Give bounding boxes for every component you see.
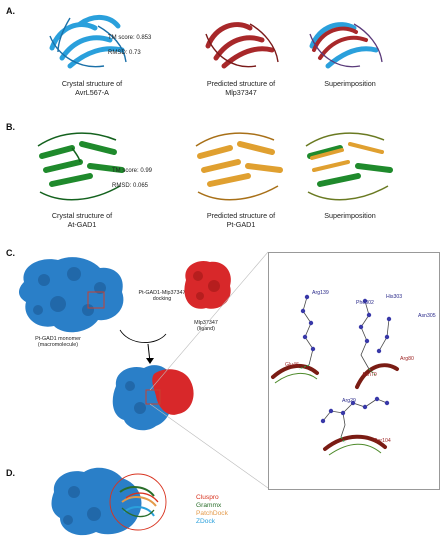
residue-his303: His303: [386, 294, 403, 300]
residue-arg139: Arg139: [312, 290, 329, 296]
panel-b-rmsd: RMSD: 0.065: [112, 183, 149, 189]
avrl567-crystal-structure: [49, 15, 127, 69]
residue-asn305: Asn305: [418, 313, 436, 319]
residue-asn79: Asn79: [362, 372, 377, 378]
residue-ser104: Ser104: [374, 438, 391, 444]
panel-a-caption-crystal: Crystal structure of AvrL567-A: [61, 79, 123, 97]
legend-grammx: Grammx: [196, 502, 222, 509]
residue-arg80: Arg80: [400, 356, 414, 362]
interaction-detail-drawing: [271, 294, 399, 456]
mlp37347-predicted-structure: [205, 22, 279, 69]
mlp37347-ligand-surface: [184, 260, 231, 309]
pt-gad1-macromolecule-surface: [19, 257, 124, 333]
panel-b-label: B.: [6, 122, 15, 132]
panel-a-label: A.: [6, 6, 15, 16]
residue-phe302: Phe302: [356, 300, 374, 306]
docking-label: Pt-GAD1-Mlp37347 docking: [138, 290, 186, 303]
legend-zdock: ZDock: [196, 518, 216, 525]
legend-patchdock: PatchDock: [196, 510, 228, 517]
macromolecule-label: Pt-GAD1 monomer (macromolecule): [35, 336, 81, 349]
panel-b-caption-predicted: Predicted structure of Pt-GAD1: [206, 211, 276, 229]
residue-arg29: Arg29: [342, 398, 356, 404]
pt-gad1-predicted-structure: [195, 132, 283, 201]
panel-a-caption-superimposition: Superimposition: [324, 79, 376, 88]
ligand-label: Mlp37347 (ligand): [194, 320, 218, 333]
panel-b-caption-superimposition: Superimposition: [324, 211, 376, 220]
residue-glu46: Glu46: [285, 362, 299, 368]
panel-c-label: C.: [6, 248, 15, 258]
docking-arrow: [119, 329, 167, 364]
legend-cluspro: Cluspro: [196, 494, 219, 501]
panel-d-label: D.: [6, 468, 15, 478]
panel-a-caption-predicted: Predicted structure of Mlp37347: [206, 79, 276, 97]
zoom-guide-lines: [149, 251, 269, 489]
at-gad1-crystal-structure: [37, 132, 125, 201]
interaction-detail-box: [268, 252, 440, 490]
docking-consensus-surface: [51, 467, 167, 536]
panel-a-tm-score: TM score: 0.853: [108, 35, 152, 41]
panel-b-caption-crystal: Crystal structure of At-GAD1: [51, 211, 113, 229]
panel-b-tm-score: TM score: 0.99: [112, 168, 153, 174]
panel-a-superimposition: [309, 22, 383, 69]
panel-a-rmsd: RMSD: 0.73: [108, 50, 141, 56]
panel-b-superimposition: [305, 132, 393, 201]
